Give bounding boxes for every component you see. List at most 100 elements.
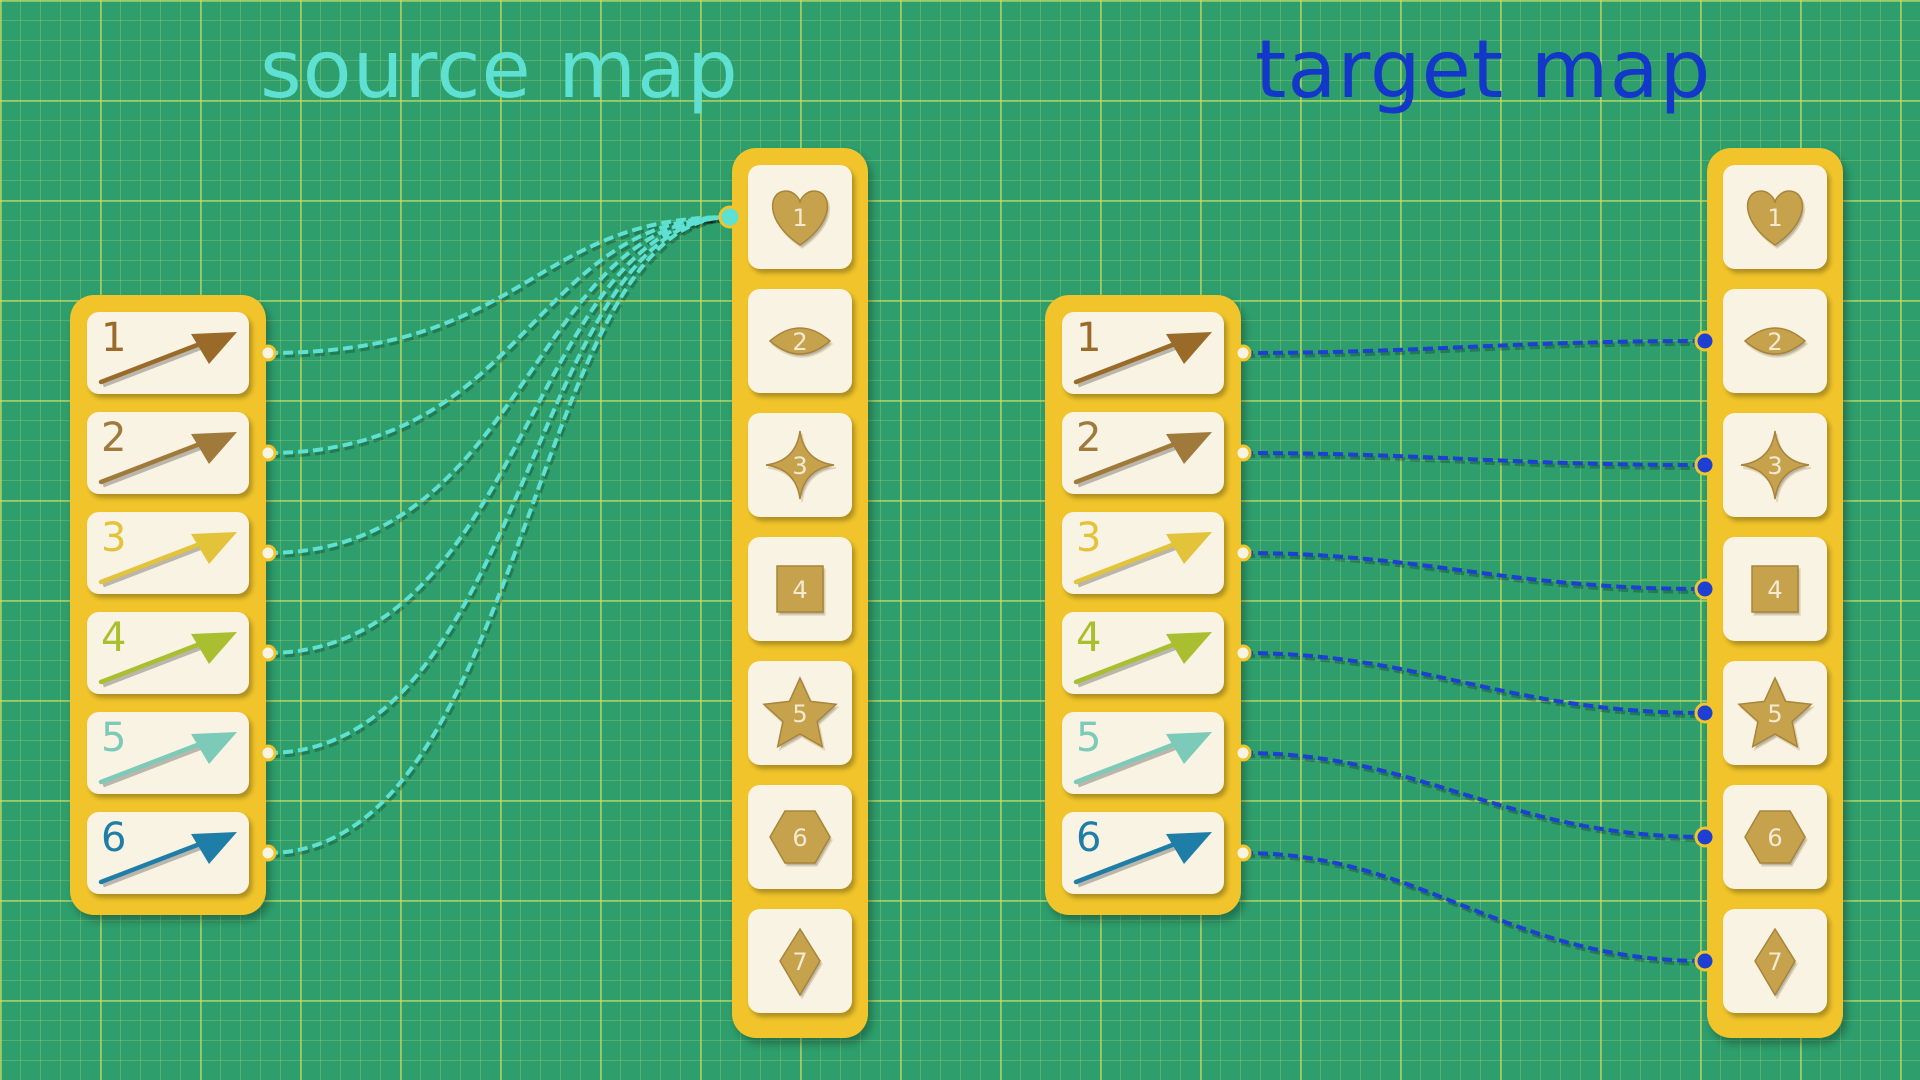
target-arrow-card-5[interactable]: 5: [1062, 712, 1224, 794]
diamond-icon: 7: [779, 927, 823, 1000]
source-connector-5-shadow: [269, 218, 733, 758]
source-arrow-card-5[interactable]: 5: [87, 712, 249, 794]
source-arrow-card-3[interactable]: 3: [87, 512, 249, 594]
square-icon: 4: [1751, 565, 1801, 616]
target-shape-card-4[interactable]: 4: [1723, 537, 1827, 641]
target-connector-5-6-shadow: [1244, 754, 1708, 842]
target-arrow-number: 6: [1076, 815, 1102, 861]
arrow-icon: [98, 832, 237, 888]
source-shape-card-3[interactable]: 3: [748, 413, 852, 517]
shape-number: 6: [1767, 824, 1782, 852]
arrow-icon: [98, 632, 237, 688]
target-connector-6-7-shadow: [1244, 854, 1708, 966]
arrow-icon: [98, 532, 237, 588]
shape-number: 3: [792, 452, 807, 480]
star-icon: 5: [1737, 676, 1815, 752]
source-arrow-card-6[interactable]: 6: [87, 812, 249, 894]
arrow-icon: [98, 732, 237, 788]
source-shape-card-6[interactable]: 6: [748, 785, 852, 889]
target-arrow-number: 5: [1076, 715, 1102, 761]
shape-number: 6: [792, 824, 807, 852]
source-map-title: source map: [260, 23, 739, 116]
eye-icon: 2: [768, 327, 834, 358]
target-shape-card-2[interactable]: 2: [1723, 289, 1827, 393]
target-arrow-panel: [1045, 295, 1241, 915]
target-connector-2-3: [1242, 451, 1706, 467]
hexagon-icon: 6: [1744, 810, 1808, 867]
target-arrow-card-4[interactable]: 4: [1062, 612, 1224, 694]
target-arrow-card-2[interactable]: 2: [1062, 412, 1224, 494]
source-arrow-number: 6: [101, 815, 127, 861]
four-point-star-icon: 3: [765, 430, 837, 503]
target-shape-card-7[interactable]: 7: [1723, 909, 1827, 1013]
heart-icon: 1: [772, 190, 830, 249]
shape-number: 5: [792, 700, 807, 728]
shape-number: 5: [1767, 700, 1782, 728]
arrow-icon: [1073, 532, 1212, 588]
target-shape-card-5[interactable]: 5: [1723, 661, 1827, 765]
target-connector-3-4-shadow: [1244, 554, 1708, 594]
shape-number: 7: [792, 948, 807, 976]
target-arrow-card-3[interactable]: 3: [1062, 512, 1224, 594]
source-connector-5: [267, 215, 731, 755]
arrow-icon: [98, 332, 237, 388]
source-shape-card-7[interactable]: 7: [748, 909, 852, 1013]
source-connector-6: [267, 215, 731, 855]
target-shape-card-6[interactable]: 6: [1723, 785, 1827, 889]
target-connector-5-6: [1242, 751, 1706, 839]
shape-number: 1: [792, 204, 807, 232]
shape-number: 2: [792, 328, 807, 356]
target-map-title: target map: [1255, 23, 1712, 116]
target-connector-6-7: [1242, 851, 1706, 963]
shape-number: 4: [1767, 576, 1782, 604]
source-shape-card-2[interactable]: 2: [748, 289, 852, 393]
source-arrow-number: 5: [101, 715, 127, 761]
source-connector-1-shadow: [269, 218, 733, 358]
source-connector-6-shadow: [269, 218, 733, 858]
heart-icon: 1: [1747, 190, 1805, 249]
target-connector-4-5-shadow: [1244, 654, 1708, 718]
target-arrow-card-6[interactable]: 6: [1062, 812, 1224, 894]
target-arrow-number: 1: [1076, 315, 1102, 361]
source-connector-2-shadow: [269, 218, 733, 458]
target-connector-4-5: [1242, 651, 1706, 715]
source-connector-3: [267, 215, 731, 555]
source-connector-4: [267, 215, 731, 655]
shape-number: 3: [1767, 452, 1782, 480]
source-arrow-card-2[interactable]: 2: [87, 412, 249, 494]
source-connector-2: [267, 215, 731, 455]
source-connector-1: [267, 215, 731, 355]
shape-number: 1: [1767, 204, 1782, 232]
target-arrow-card-1[interactable]: 1: [1062, 312, 1224, 394]
target-arrow-number: 4: [1076, 615, 1102, 661]
shape-number: 2: [1767, 328, 1782, 356]
target-arrow-number: 3: [1076, 515, 1102, 561]
four-point-star-icon: 3: [1740, 430, 1812, 503]
source-shape-card-4[interactable]: 4: [748, 537, 852, 641]
arrow-icon: [1073, 632, 1212, 688]
source-connector-3-shadow: [269, 218, 733, 558]
star-icon: 5: [762, 676, 840, 752]
target-shape-card-3[interactable]: 3: [1723, 413, 1827, 517]
target-connector-1-2-shadow: [1244, 342, 1708, 358]
arrow-icon: [1073, 832, 1212, 888]
arrow-icon: [1073, 732, 1212, 788]
source-arrow-number: 2: [101, 415, 127, 461]
shape-number: 4: [792, 576, 807, 604]
source-arrow-card-4[interactable]: 4: [87, 612, 249, 694]
source-shape-card-1[interactable]: 1: [748, 165, 852, 269]
target-connector-2-3-shadow: [1244, 454, 1708, 470]
source-arrow-number: 3: [101, 515, 127, 561]
target-arrow-number: 2: [1076, 415, 1102, 461]
source-connector-4-shadow: [269, 218, 733, 658]
target-shape-card-1[interactable]: 1: [1723, 165, 1827, 269]
arrow-icon: [1073, 432, 1212, 488]
source-arrow-card-1[interactable]: 1: [87, 312, 249, 394]
source-arrow-panel: [70, 295, 266, 915]
source-arrow-number: 4: [101, 615, 127, 661]
source-shape-card-5[interactable]: 5: [748, 661, 852, 765]
square-icon: 4: [776, 565, 826, 616]
hexagon-icon: 6: [769, 810, 833, 867]
arrow-icon: [1073, 332, 1212, 388]
